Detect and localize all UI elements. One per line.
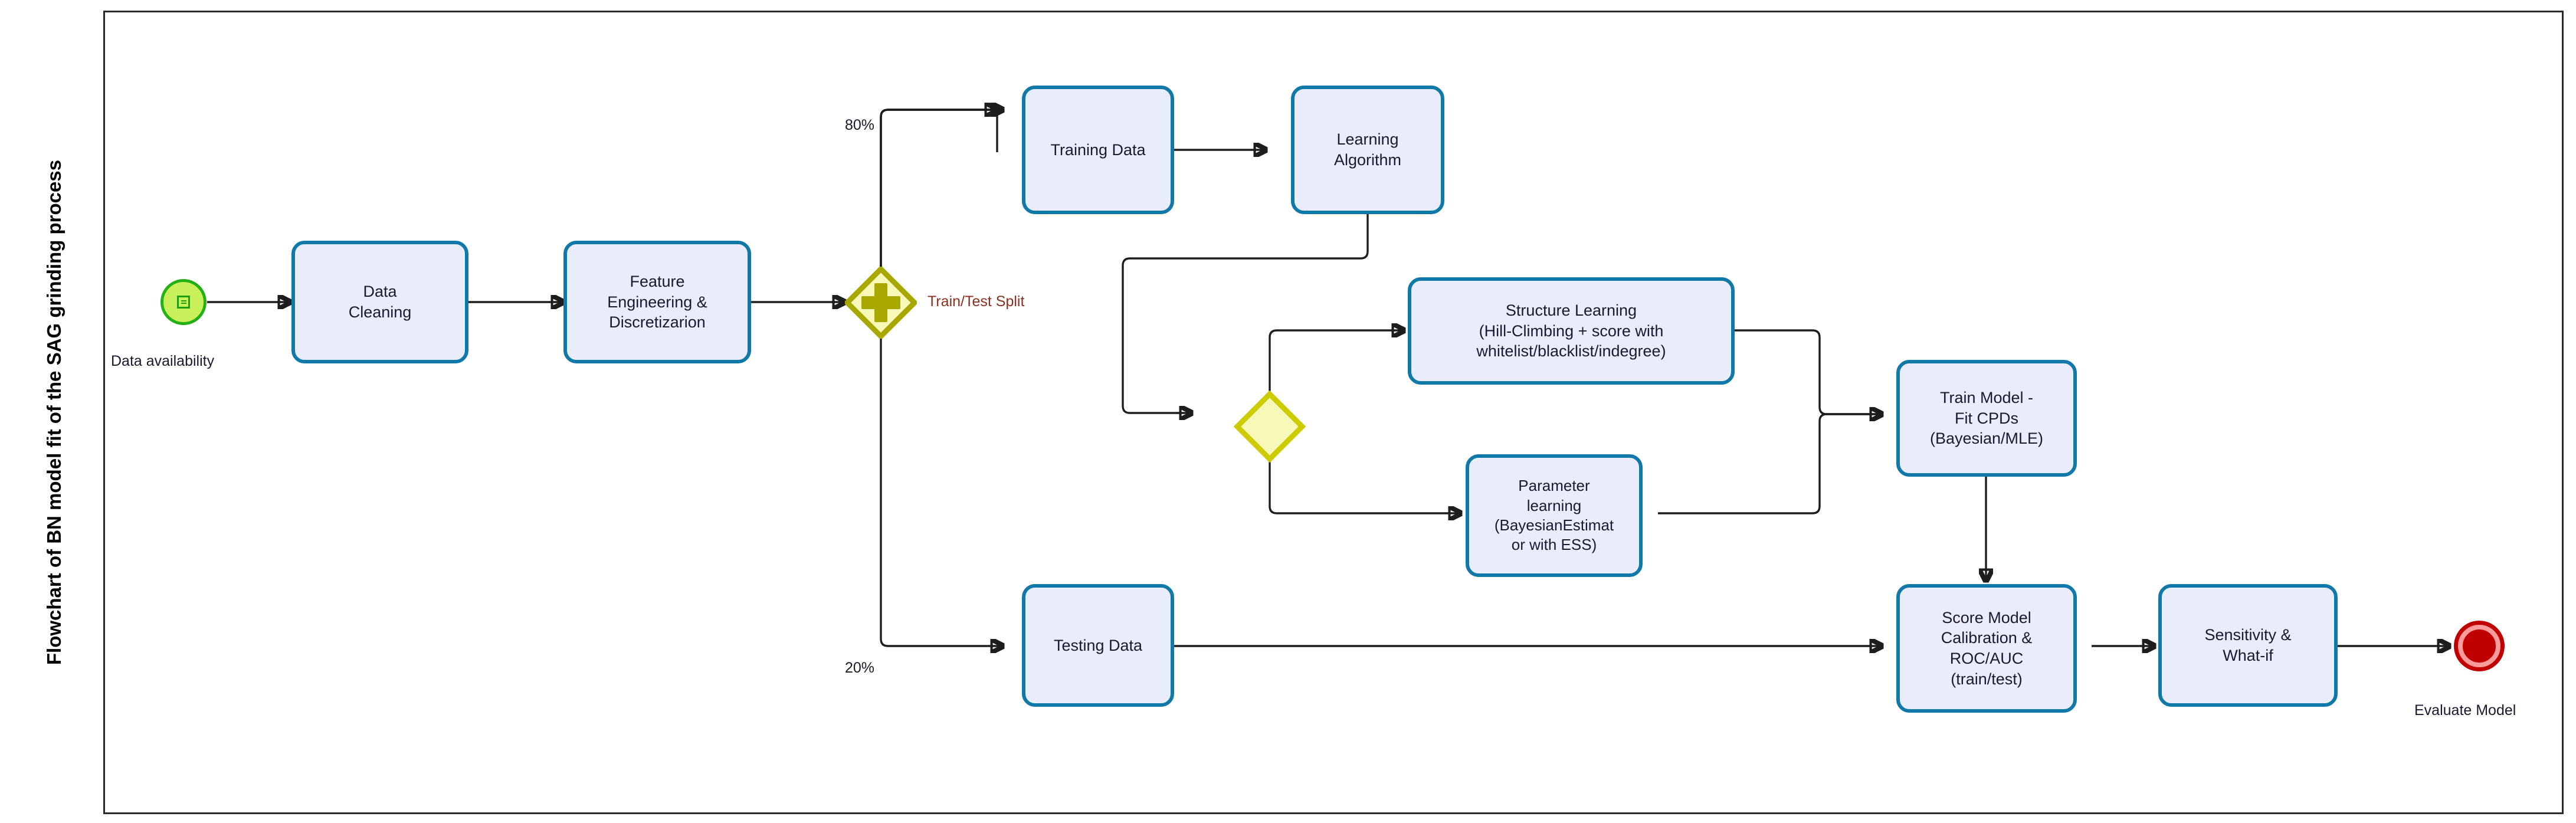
- task-line: Testing Data: [1053, 636, 1143, 654]
- end-event-label: Evaluate Model: [2414, 702, 2516, 719]
- lane-title: Flowchart of BN model fit of the SAG gri…: [43, 159, 65, 665]
- end-event-evaluate-model[interactable]: [2458, 625, 2500, 667]
- task-line: Structure Learning: [1505, 301, 1637, 320]
- task-line: (BayesianEstimat: [1494, 516, 1614, 534]
- task-line: Algorithm: [1333, 151, 1402, 169]
- gateway-split-label: Train/Test Split: [928, 293, 1025, 310]
- task-line: Score Model: [1942, 608, 2031, 627]
- exclusive-gateway-icon: [1234, 391, 1306, 463]
- task-line: (train/test): [1951, 670, 2023, 688]
- task-line: whitelist/blacklist/indegree): [1476, 342, 1666, 360]
- task-train-model[interactable]: Train Model - Fit CPDs (Bayesian/MLE): [1896, 360, 2077, 477]
- start-event-data-availability[interactable]: [160, 279, 207, 325]
- task-line: Data: [363, 283, 397, 301]
- task-line: Fit CPDs: [1954, 409, 2018, 427]
- start-event-label: Data availability: [111, 353, 215, 369]
- task-feature-engineering[interactable]: Feature Engineering & Discretizarion: [563, 241, 751, 363]
- task-score-model[interactable]: Score Model Calibration & ROC/AUC (train…: [1896, 584, 2077, 713]
- task-data-cleaning[interactable]: Data Cleaning: [291, 241, 468, 363]
- task-line: Training Data: [1050, 140, 1146, 159]
- task-line: What-if: [2223, 647, 2273, 664]
- task-line: (Bayesian/MLE): [1929, 429, 2044, 448]
- task-line: Calibration &: [1941, 629, 2033, 647]
- task-learning-algorithm[interactable]: Learning Algorithm: [1291, 86, 1444, 214]
- task-parameter-learning[interactable]: Parameter learning (BayesianEstimat or w…: [1466, 454, 1643, 577]
- lane-header: Flowchart of BN model fit of the SAG gri…: [6, 11, 105, 814]
- task-line: Discretizarion: [609, 313, 706, 332]
- task-line: Cleaning: [348, 303, 412, 321]
- flow-label-train-percent: 80%: [845, 117, 875, 133]
- task-line: Engineering &: [607, 293, 707, 311]
- task-line: (Hill-Climbing + score with: [1479, 322, 1664, 340]
- task-line: ROC/AUC: [1949, 650, 2024, 667]
- task-line: Parameter: [1518, 477, 1590, 495]
- gateway-learning-branch[interactable]: [1234, 391, 1306, 463]
- task-line: Learning: [1336, 130, 1399, 149]
- task-line: Feature: [630, 273, 685, 291]
- task-line: learning: [1526, 496, 1582, 514]
- gateway-train-test-split[interactable]: [845, 267, 917, 339]
- flow-label-test-percent: 20%: [845, 660, 875, 676]
- task-sensitivity-whatif[interactable]: Sensitivity & What-if: [2158, 584, 2338, 707]
- rule-task-icon: [177, 296, 190, 309]
- task-line: Train Model -: [1939, 389, 2034, 407]
- parallel-gateway-icon: [845, 267, 917, 339]
- task-line: Sensitivity &: [2204, 626, 2292, 644]
- task-training-data[interactable]: Training Data: [1022, 86, 1174, 214]
- task-structure-learning[interactable]: Structure Learning (Hill-Climbing + scor…: [1408, 277, 1735, 385]
- task-testing-data[interactable]: Testing Data: [1022, 584, 1174, 707]
- task-line: or with ESS): [1511, 536, 1597, 554]
